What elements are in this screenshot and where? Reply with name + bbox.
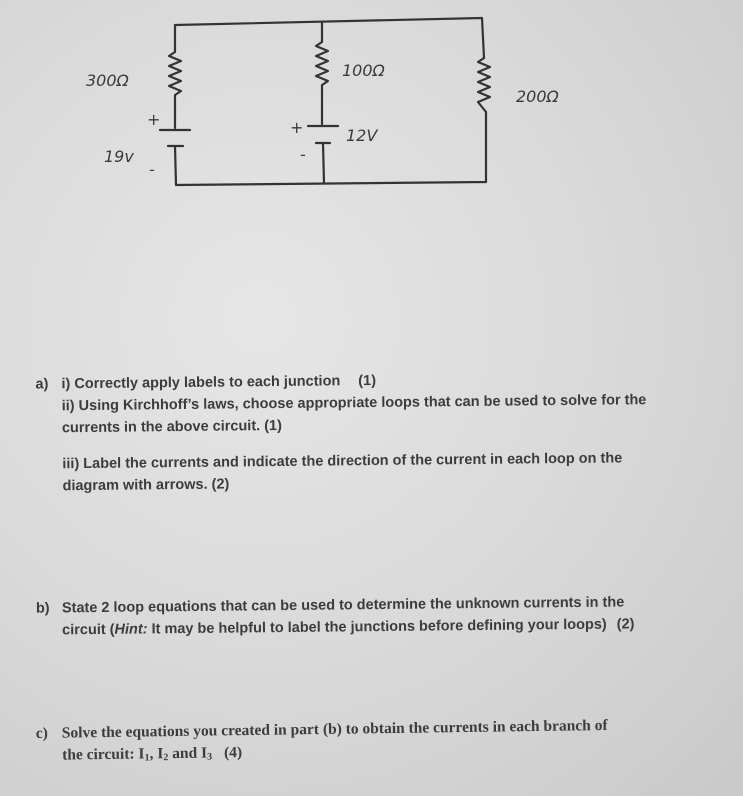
question-b-marks: (2): [616, 616, 635, 633]
label-12v: 12V: [346, 126, 378, 145]
question-c: c) Solve the equations you created in pa…: [36, 713, 723, 770]
resistor-200: [476, 56, 492, 114]
label-200-ohm: 200Ω: [516, 87, 560, 106]
circuit-diagram: 300Ω 100Ω 200Ω 19v 12V + - + -: [86, 16, 560, 187]
minus-mid: -: [300, 145, 306, 164]
resistor-100: [314, 20, 330, 126]
plus-left: +: [147, 110, 160, 129]
question-a-i-text: i) Correctly apply labels to each juncti…: [61, 373, 341, 393]
question-b-letter: b): [35, 600, 50, 617]
question-c-letter: c): [35, 724, 49, 742]
question-c-sep2: and I: [168, 744, 208, 763]
question-c-line2-pre: the circuit: I: [62, 745, 145, 764]
battery-12v: [306, 124, 340, 185]
label-100-ohm: 100Ω: [342, 61, 386, 80]
question-b-line2-post: It may be helpful to label the junctions…: [147, 616, 607, 638]
question-a-i-marks: (1): [358, 372, 377, 390]
question-b-hint: Hint:: [114, 621, 148, 638]
question-a: a) i) Correctly apply labels to each jun…: [35, 367, 682, 497]
minus-left: -: [149, 160, 155, 179]
question-c-marks: (4): [223, 744, 243, 762]
question-a-letter: a): [35, 376, 49, 393]
battery-19v: [158, 128, 192, 187]
question-b: b) State 2 loop equations that can be us…: [36, 591, 702, 642]
top-wire: [173, 16, 486, 60]
label-19v: 19v: [104, 147, 134, 166]
resistor-300: [167, 38, 183, 130]
bottom-wire: [174, 110, 488, 187]
subscript-3: 3: [207, 751, 213, 763]
label-300-ohm: 300Ω: [86, 71, 130, 90]
plus-mid: +: [290, 118, 303, 137]
question-b-line2-pre: circuit (: [62, 621, 115, 639]
question-c-sep1: , I: [149, 745, 164, 763]
